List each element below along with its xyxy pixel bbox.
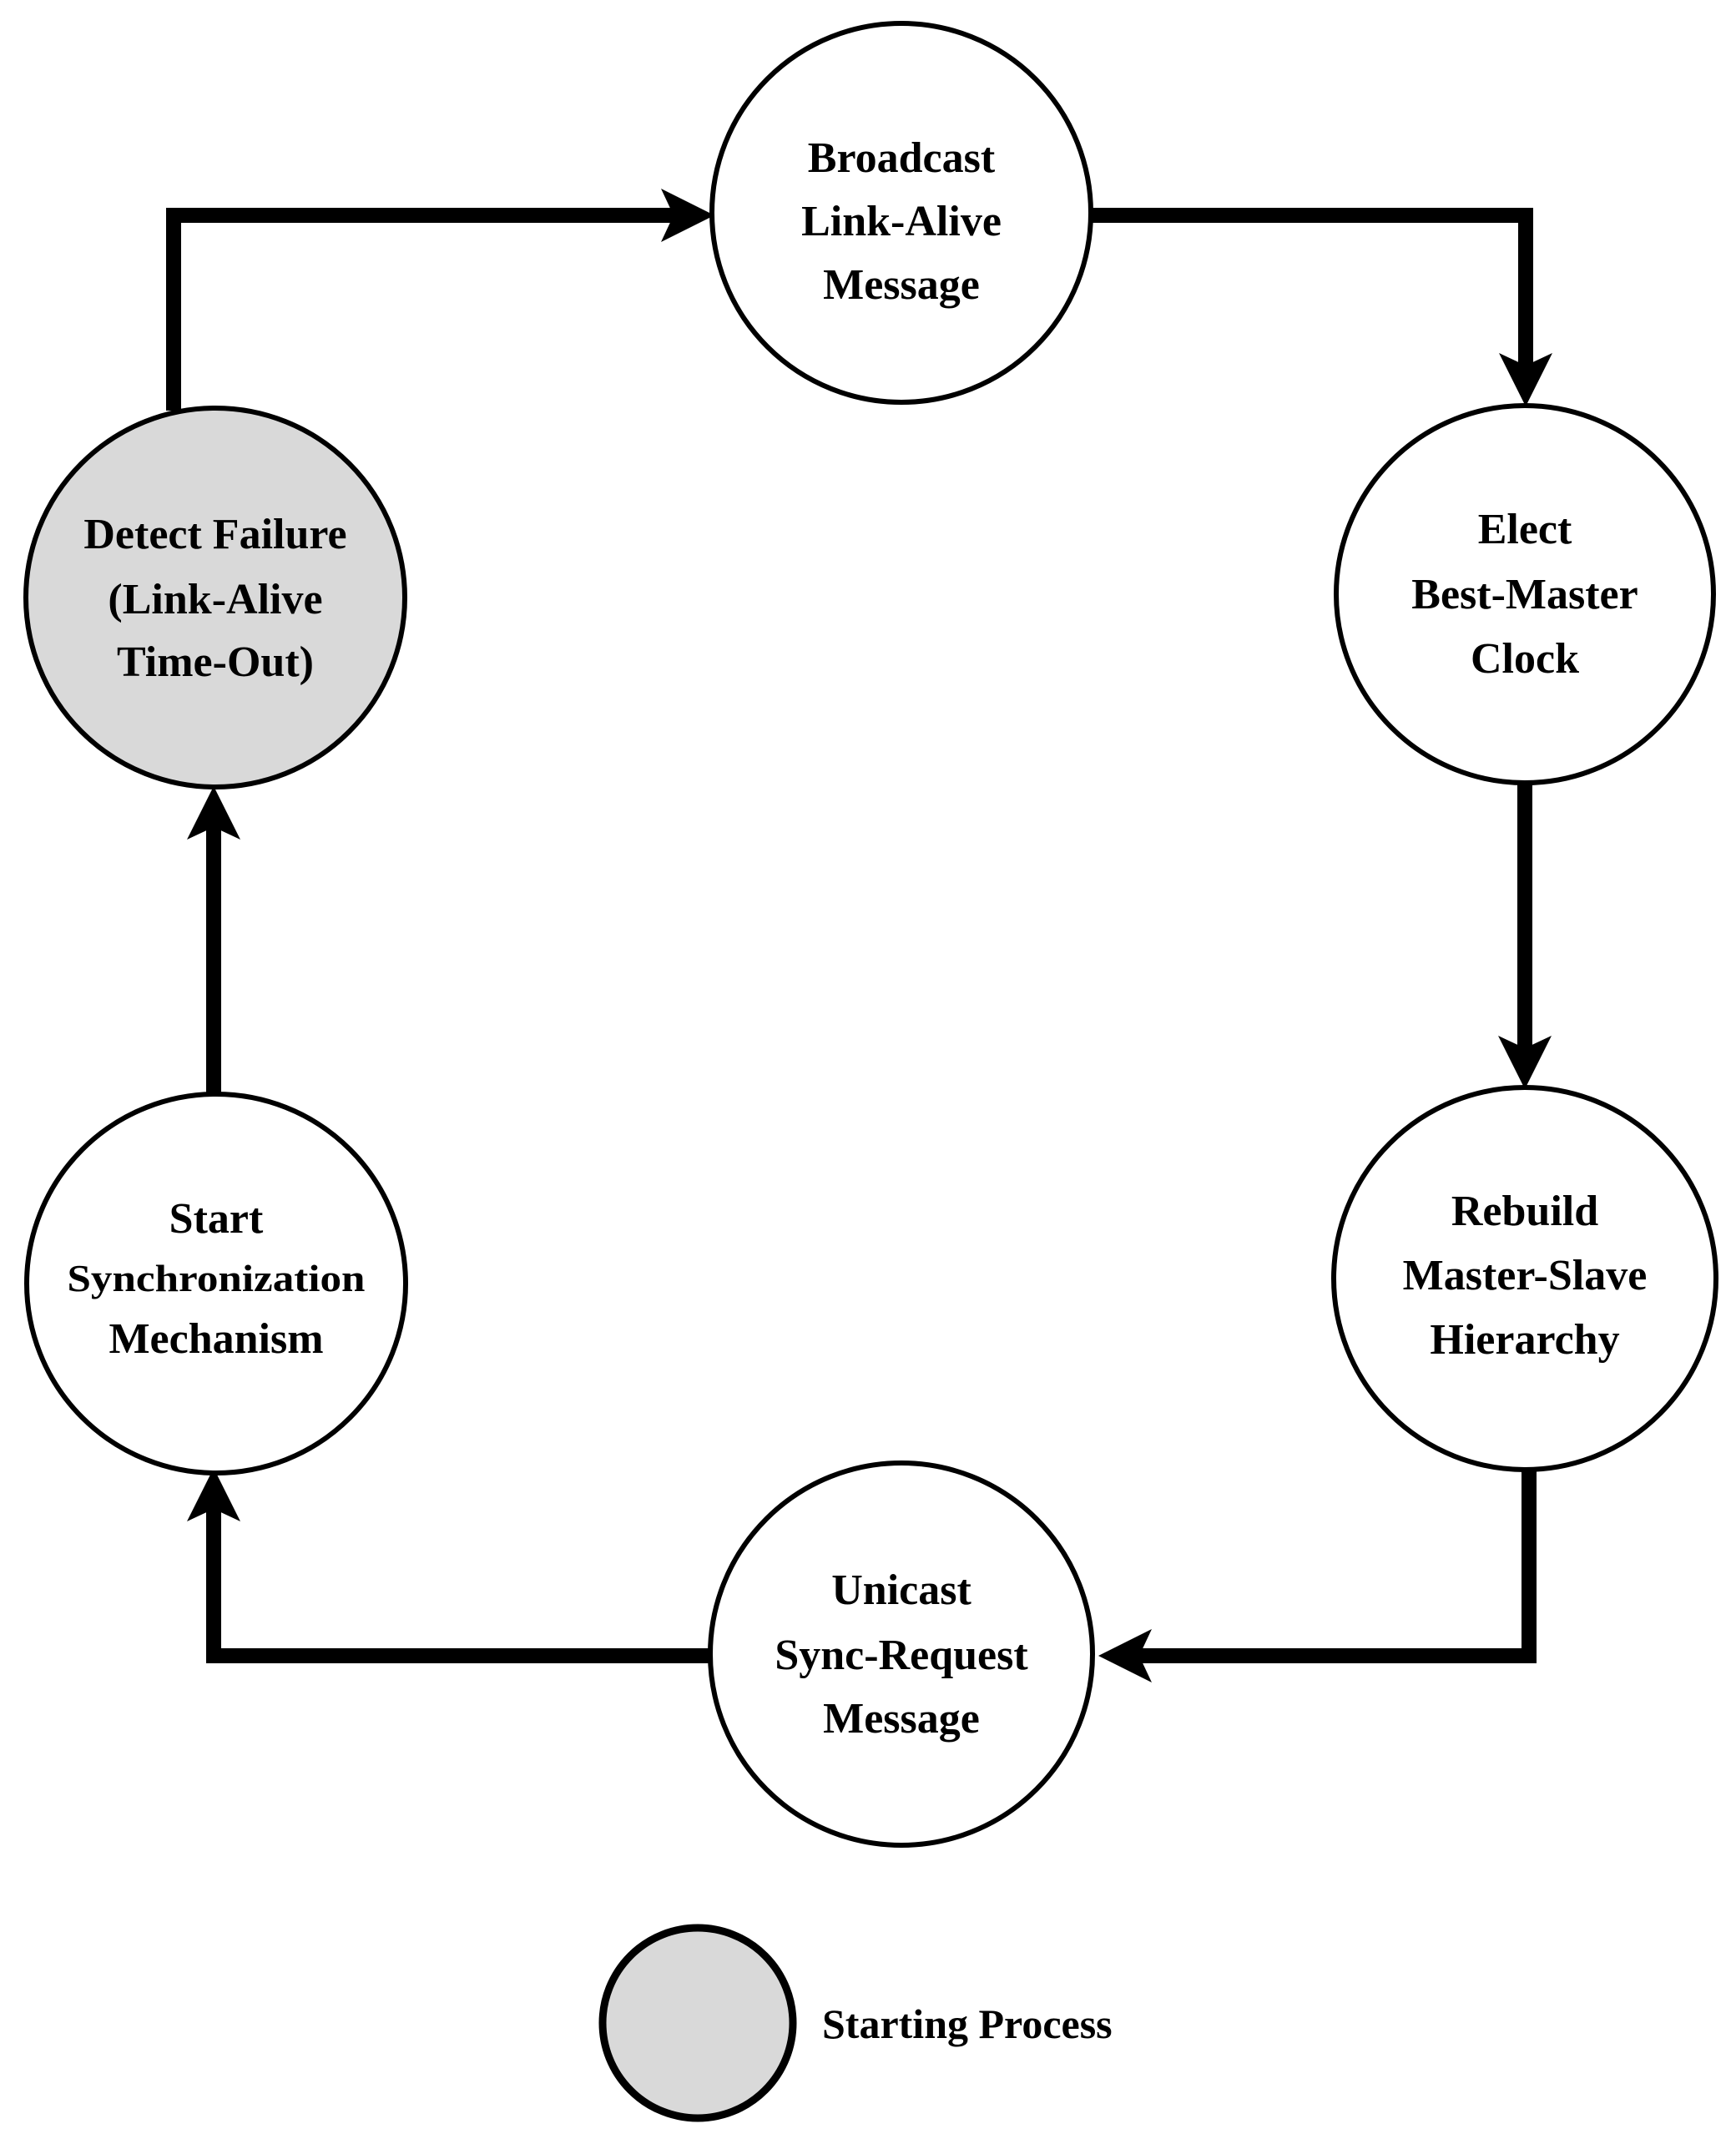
- arrow-detect-to-broadcast-line: [166, 208, 674, 411]
- arrow-detect-to-broadcast: [166, 189, 714, 411]
- arrow-elect-to-rebuild-head: [1498, 1036, 1552, 1089]
- node-rebuild-label-line1: Rebuild: [1451, 1188, 1598, 1235]
- arrow-broadcast-to-elect-line: [1091, 208, 1533, 367]
- node-start: Start Synchronization Mechanism: [24, 1092, 408, 1476]
- node-elect-circle: [1334, 403, 1716, 785]
- node-start-label-line2: Synchronization: [68, 1257, 366, 1299]
- arrow-rebuild-to-unicast: [1098, 1471, 1537, 1682]
- node-broadcast-label-line3: Message: [823, 261, 980, 309]
- node-unicast-label-line3: Message: [823, 1695, 980, 1743]
- node-elect-label-line1: Elect: [1478, 506, 1572, 553]
- node-start-circle: [24, 1092, 408, 1476]
- node-rebuild: Rebuild Master-Slave Hierarchy: [1331, 1085, 1718, 1472]
- arrow-start-to-detect: [187, 786, 240, 1095]
- node-elect: Elect Best-Master Clock: [1334, 403, 1716, 785]
- arrow-broadcast-to-elect-head: [1499, 353, 1552, 406]
- legend-starting-process-circle: [598, 1924, 797, 2122]
- arrow-elect-to-rebuild: [1498, 783, 1552, 1089]
- arrow-start-to-detect-head: [187, 786, 240, 840]
- node-rebuild-label-line3: Hierarchy: [1430, 1316, 1619, 1364]
- node-detect-label-line1: Detect Failure: [83, 511, 346, 558]
- node-broadcast-label-line1: Broadcast: [808, 134, 996, 182]
- node-broadcast-circle: [709, 21, 1093, 405]
- arrow-unicast-to-start-line: [206, 1507, 711, 1663]
- arrow-unicast-to-start-head: [187, 1468, 240, 1521]
- legend: Starting Process: [598, 1924, 1113, 2122]
- arrow-rebuild-to-unicast-head: [1098, 1629, 1152, 1682]
- node-broadcast: Broadcast Link-Alive Message: [709, 21, 1093, 405]
- node-unicast: Unicast Sync-Request Message: [708, 1460, 1095, 1848]
- node-unicast-circle: [708, 1460, 1095, 1848]
- node-unicast-label-line2: Sync-Request: [775, 1632, 1028, 1679]
- node-unicast-label-line1: Unicast: [831, 1566, 971, 1614]
- node-start-label-line1: Start: [169, 1195, 264, 1243]
- node-detect-label-line2: (Link-Alive: [108, 576, 322, 623]
- node-start-label-line3: Mechanism: [108, 1315, 323, 1363]
- node-rebuild-label-line2: Master-Slave: [1403, 1252, 1648, 1299]
- arrow-detect-to-broadcast-head: [661, 189, 714, 242]
- arrow-broadcast-to-elect: [1091, 208, 1552, 406]
- node-elect-label-line2: Best-Master: [1411, 571, 1638, 618]
- node-detect-label-line3: Time-Out): [117, 638, 314, 686]
- node-rebuild-circle: [1331, 1085, 1718, 1472]
- legend-label: Starting Process: [822, 2000, 1113, 2047]
- node-detect-circle: [23, 406, 407, 789]
- node-detect: Detect Failure (Link-Alive Time-Out): [23, 406, 407, 789]
- arrow-unicast-to-start: [187, 1468, 711, 1663]
- node-elect-label-line3: Clock: [1471, 635, 1579, 683]
- arrow-rebuild-to-unicast-line: [1138, 1471, 1537, 1663]
- node-broadcast-label-line2: Link-Alive: [801, 198, 1002, 245]
